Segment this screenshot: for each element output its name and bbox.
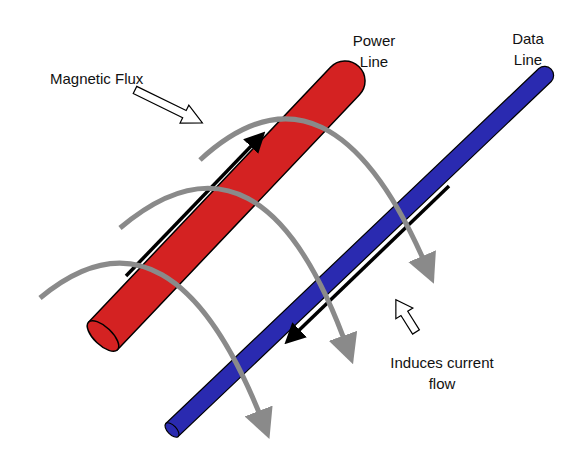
- callout-arrow: [387, 294, 424, 337]
- flux-arc: [40, 263, 264, 425]
- part-label: Power Line: [344, 30, 404, 72]
- data-line-cylinder: [166, 66, 554, 436]
- cylinder-end: [163, 420, 182, 439]
- cylinder-end: [82, 316, 123, 357]
- callout-arrow: [131, 81, 207, 132]
- part-label: Data Line: [498, 28, 558, 70]
- callout-label: Magnetic Flux: [50, 68, 170, 89]
- callout-label: Induces current flow: [378, 352, 506, 394]
